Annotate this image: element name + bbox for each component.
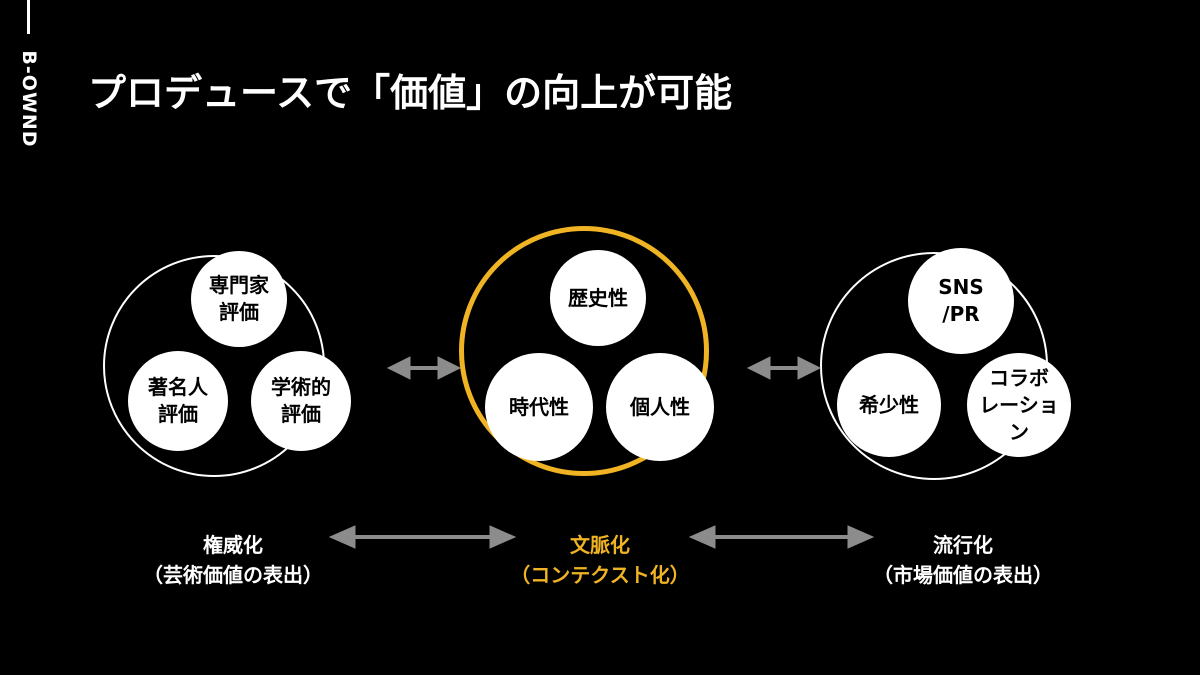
- page-title: プロデュースで「価値」の向上が可能: [88, 71, 733, 115]
- context-label: 文脈化（コンテクスト化）: [510, 533, 690, 587]
- item-history: 歴史性: [550, 250, 646, 346]
- item-rarity: 希少性: [837, 353, 941, 457]
- item-celebrity-evaluation: 著名人 評価: [128, 351, 228, 451]
- double-arrow-icon: [328, 525, 517, 549]
- authority-label: 権威化（芸術価値の表出）: [143, 533, 323, 587]
- double-arrow-icon: [746, 356, 822, 380]
- double-arrow-icon: [386, 356, 462, 380]
- context-circle: [459, 226, 709, 476]
- double-arrow-icon: [688, 525, 875, 549]
- item-individuality: 個人性: [606, 353, 714, 461]
- brand-logo: B-OWND: [14, 0, 44, 150]
- item-expert-evaluation: 専門家 評価: [191, 251, 287, 347]
- item-collaboration: コラボ レーショ ン: [967, 353, 1071, 457]
- trend-label: 流行化（市場価値の表出）: [873, 533, 1053, 587]
- item-sns-pr: SNS /PR: [908, 248, 1014, 354]
- item-era: 時代性: [485, 353, 593, 461]
- item-academic-evaluation: 学術的 評価: [251, 351, 351, 451]
